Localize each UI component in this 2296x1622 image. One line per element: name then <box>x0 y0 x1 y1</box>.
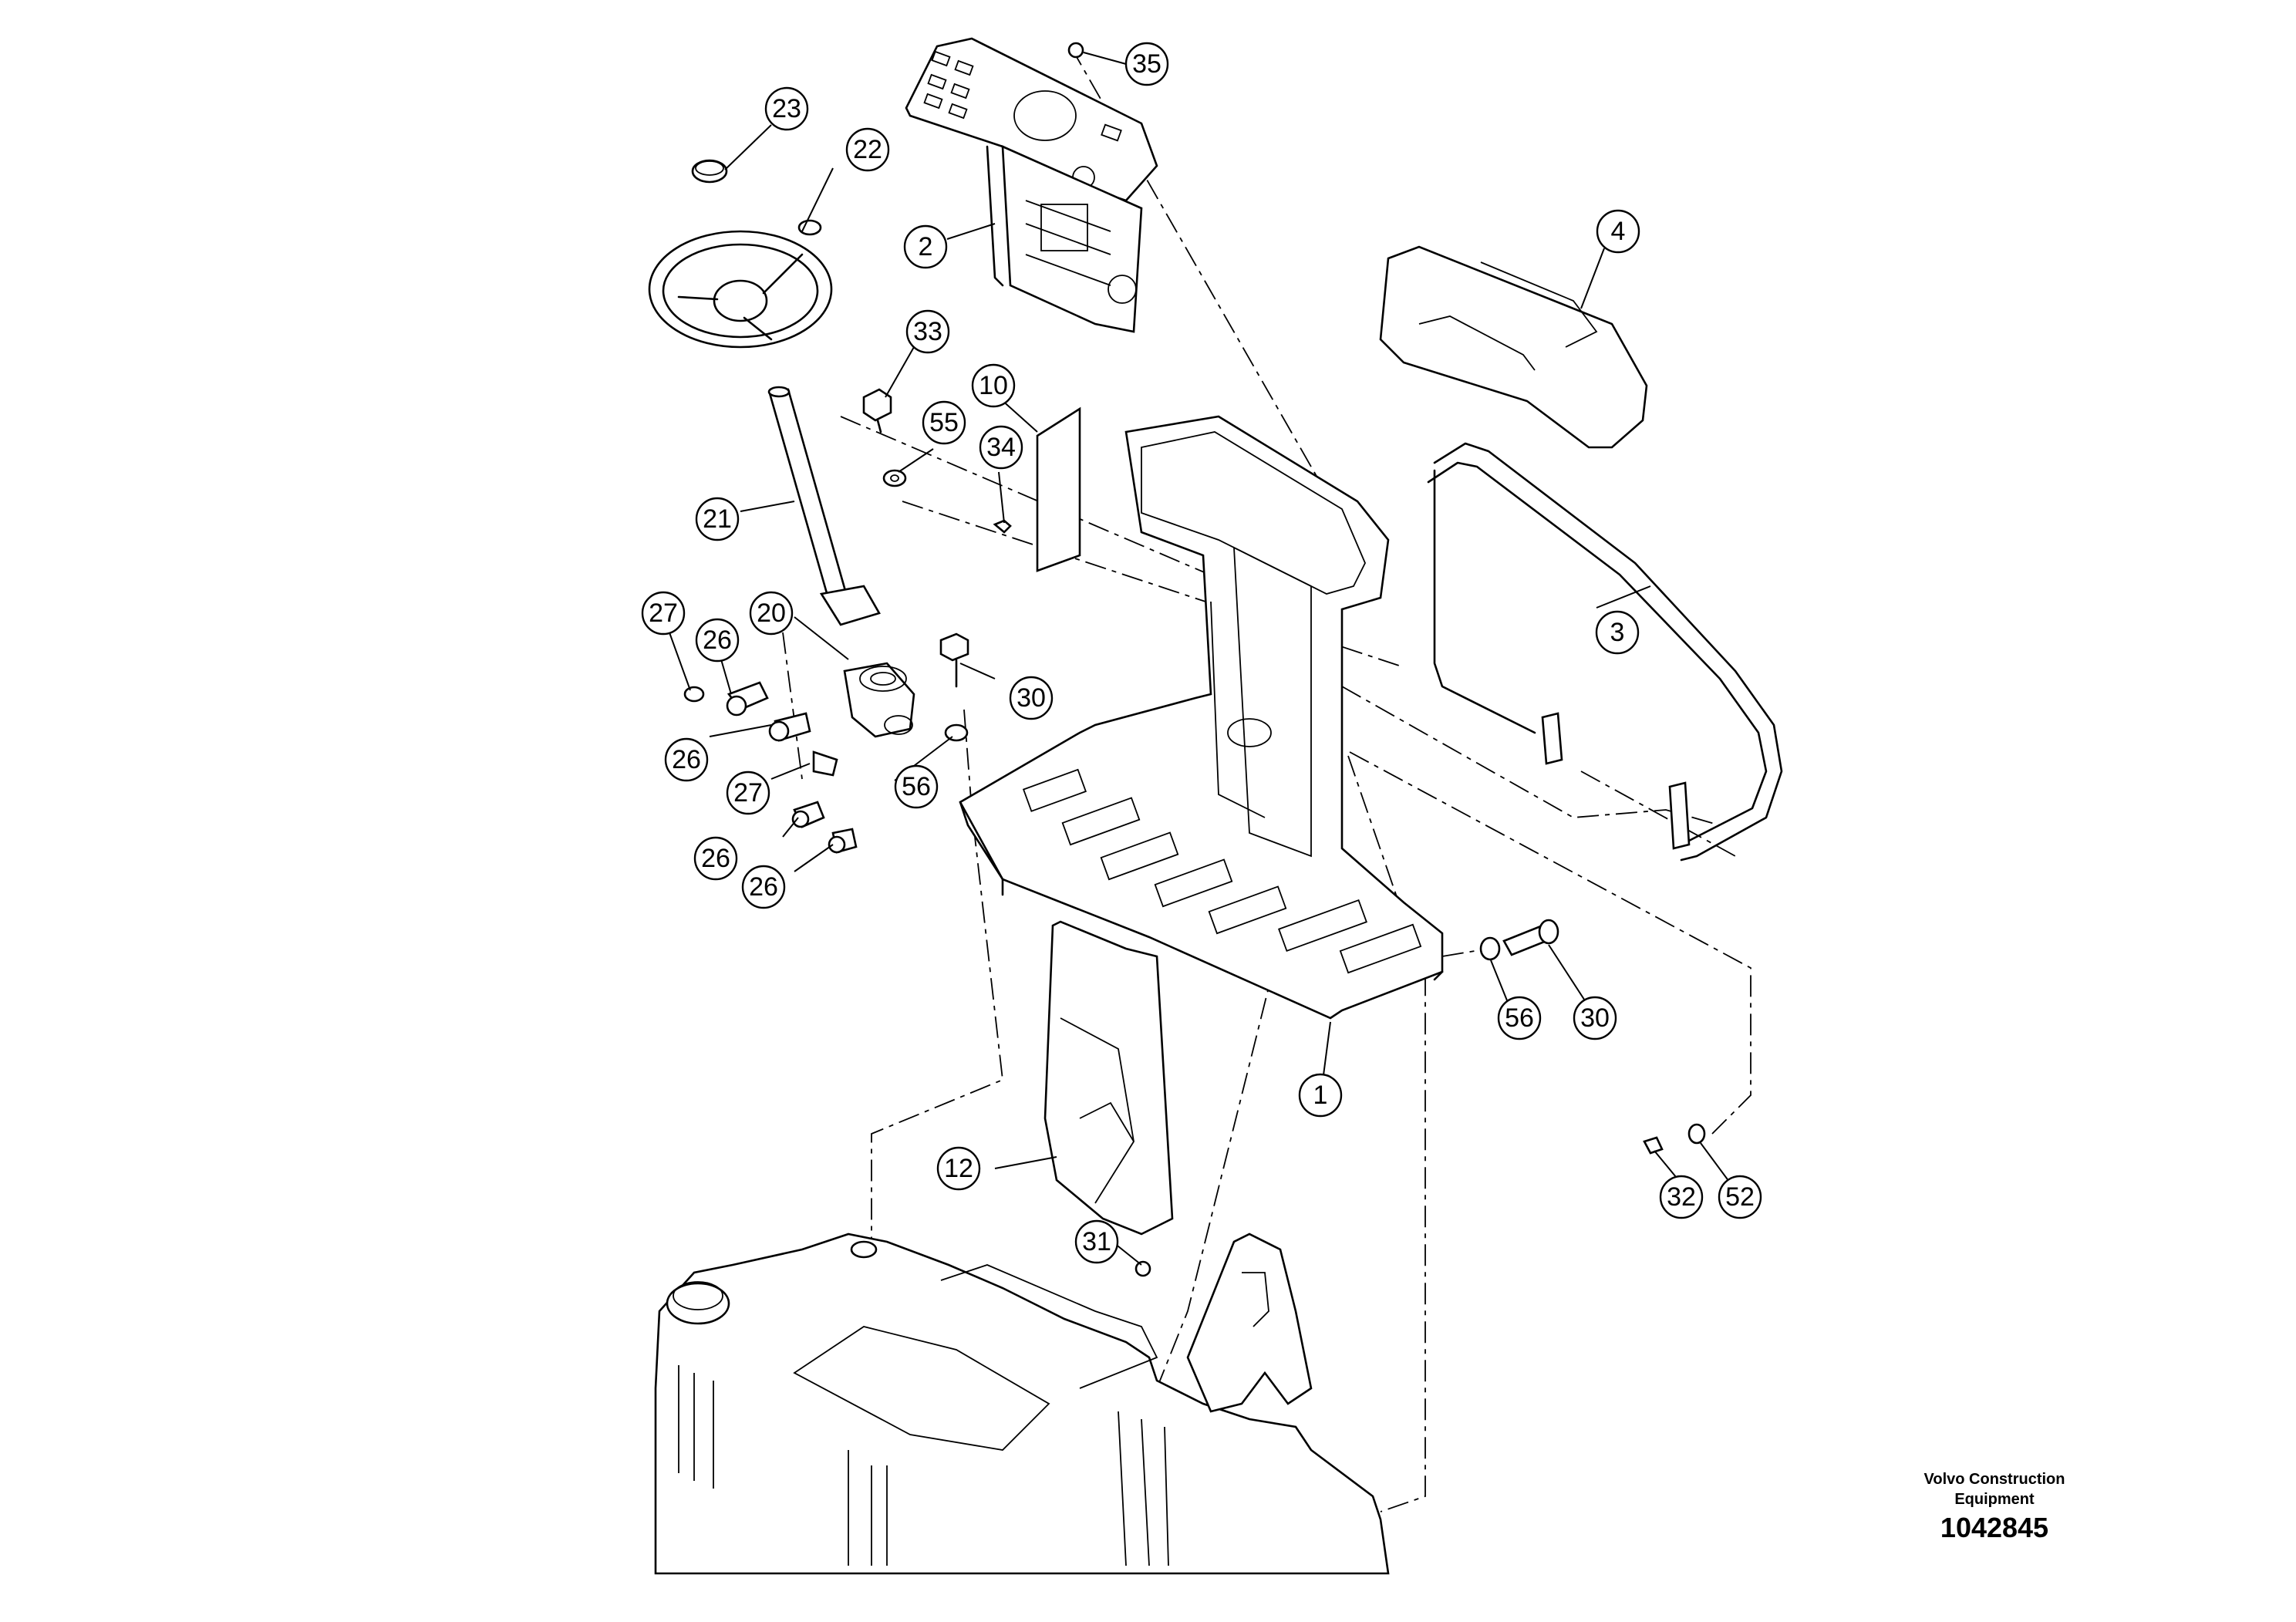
svg-text:2: 2 <box>919 232 933 261</box>
callout-20: 20 <box>749 591 794 636</box>
bolt-part-32 <box>1643 1136 1664 1155</box>
svg-text:27: 27 <box>733 778 763 808</box>
callout-26: 26 <box>664 737 709 782</box>
brand-line-2: Equipment <box>1954 1491 2035 1508</box>
svg-text:31: 31 <box>1082 1227 1111 1256</box>
cap-part-23 <box>691 159 728 184</box>
steering-unit-part-20 <box>843 662 915 738</box>
svg-text:32: 32 <box>1667 1182 1696 1212</box>
svg-text:26: 26 <box>672 745 701 774</box>
callout-27: 27 <box>726 771 770 815</box>
callout-32: 32 <box>1659 1175 1704 1219</box>
callout-27: 27 <box>641 591 686 636</box>
callout-26: 26 <box>695 618 740 663</box>
washer-part-56-lower <box>1479 936 1501 961</box>
callout-23: 23 <box>764 86 809 131</box>
svg-text:56: 56 <box>902 772 931 801</box>
steering-column-part-21 <box>767 386 881 626</box>
callout-3: 3 <box>1595 610 1640 655</box>
callout-12: 12 <box>936 1146 981 1191</box>
svg-text:52: 52 <box>1725 1182 1755 1212</box>
drawing-number: 1042845 <box>1940 1512 2049 1543</box>
callout-26: 26 <box>741 865 786 909</box>
console-frame-part-1 <box>959 415 1444 1020</box>
screw-part-35 <box>1067 42 1084 59</box>
callout-2: 2 <box>903 224 948 269</box>
screw-part-31 <box>1135 1260 1151 1277</box>
fittings-parts-26-27 <box>683 681 858 854</box>
svg-text:56: 56 <box>1505 1003 1534 1033</box>
svg-text:30: 30 <box>1580 1003 1610 1033</box>
callout-55: 55 <box>922 400 966 445</box>
svg-text:21: 21 <box>703 504 732 534</box>
svg-text:23: 23 <box>772 94 801 123</box>
svg-text:26: 26 <box>703 626 732 655</box>
svg-text:30: 30 <box>1017 683 1046 713</box>
callout-31: 31 <box>1074 1219 1119 1264</box>
handrail-part-3 <box>1427 442 1783 862</box>
bolt-part-30-lower <box>1502 919 1559 956</box>
callout-26: 26 <box>693 836 738 881</box>
leader-lines <box>663 52 1730 1266</box>
callout-52: 52 <box>1718 1175 1762 1219</box>
dashboard-panel-part-2 <box>905 37 1158 333</box>
svg-text:12: 12 <box>944 1154 973 1183</box>
callout-35: 35 <box>1124 42 1169 86</box>
svg-text:55: 55 <box>929 408 959 437</box>
lower-cover-part-12 <box>1043 920 1174 1236</box>
washer-part-56-upper <box>944 723 969 742</box>
svg-text:35: 35 <box>1132 49 1161 79</box>
svg-text:20: 20 <box>757 599 786 628</box>
svg-text:27: 27 <box>649 599 678 628</box>
bolt-part-30-upper <box>939 632 969 688</box>
svg-text:4: 4 <box>1611 217 1626 246</box>
callout-21: 21 <box>695 497 740 541</box>
brand-line-1: Volvo Construction <box>1923 1471 2065 1488</box>
callout-56: 56 <box>894 764 939 809</box>
callout-22: 22 <box>845 127 890 172</box>
callout-30: 30 <box>1573 996 1617 1040</box>
svg-text:26: 26 <box>749 872 778 902</box>
svg-text:26: 26 <box>701 844 730 873</box>
callout-33: 33 <box>905 309 950 354</box>
base-machine-body <box>654 1233 1390 1575</box>
svg-text:33: 33 <box>913 317 942 346</box>
callout-1: 1 <box>1298 1073 1343 1118</box>
svg-text:22: 22 <box>853 135 882 164</box>
washer-part-55 <box>882 469 907 487</box>
cover-plate-part-10 <box>1036 406 1081 572</box>
brand-name: Volvo Construction Equipment <box>1871 1469 2118 1509</box>
bolt-part-34 <box>993 519 1012 534</box>
callout-4: 4 <box>1596 209 1640 254</box>
callout-10: 10 <box>971 363 1016 408</box>
instrument-cover-part-4 <box>1379 245 1648 449</box>
svg-text:1: 1 <box>1313 1081 1328 1110</box>
callout-30: 30 <box>1009 676 1054 720</box>
svg-text:10: 10 <box>979 371 1008 400</box>
callout-34: 34 <box>979 425 1023 470</box>
callout-56: 56 <box>1497 996 1542 1040</box>
svg-text:3: 3 <box>1610 618 1625 647</box>
steering-wheel-part-22 <box>648 219 833 349</box>
bolt-part-33 <box>862 388 892 433</box>
washer-part-52 <box>1687 1123 1706 1145</box>
svg-text:34: 34 <box>986 433 1016 462</box>
